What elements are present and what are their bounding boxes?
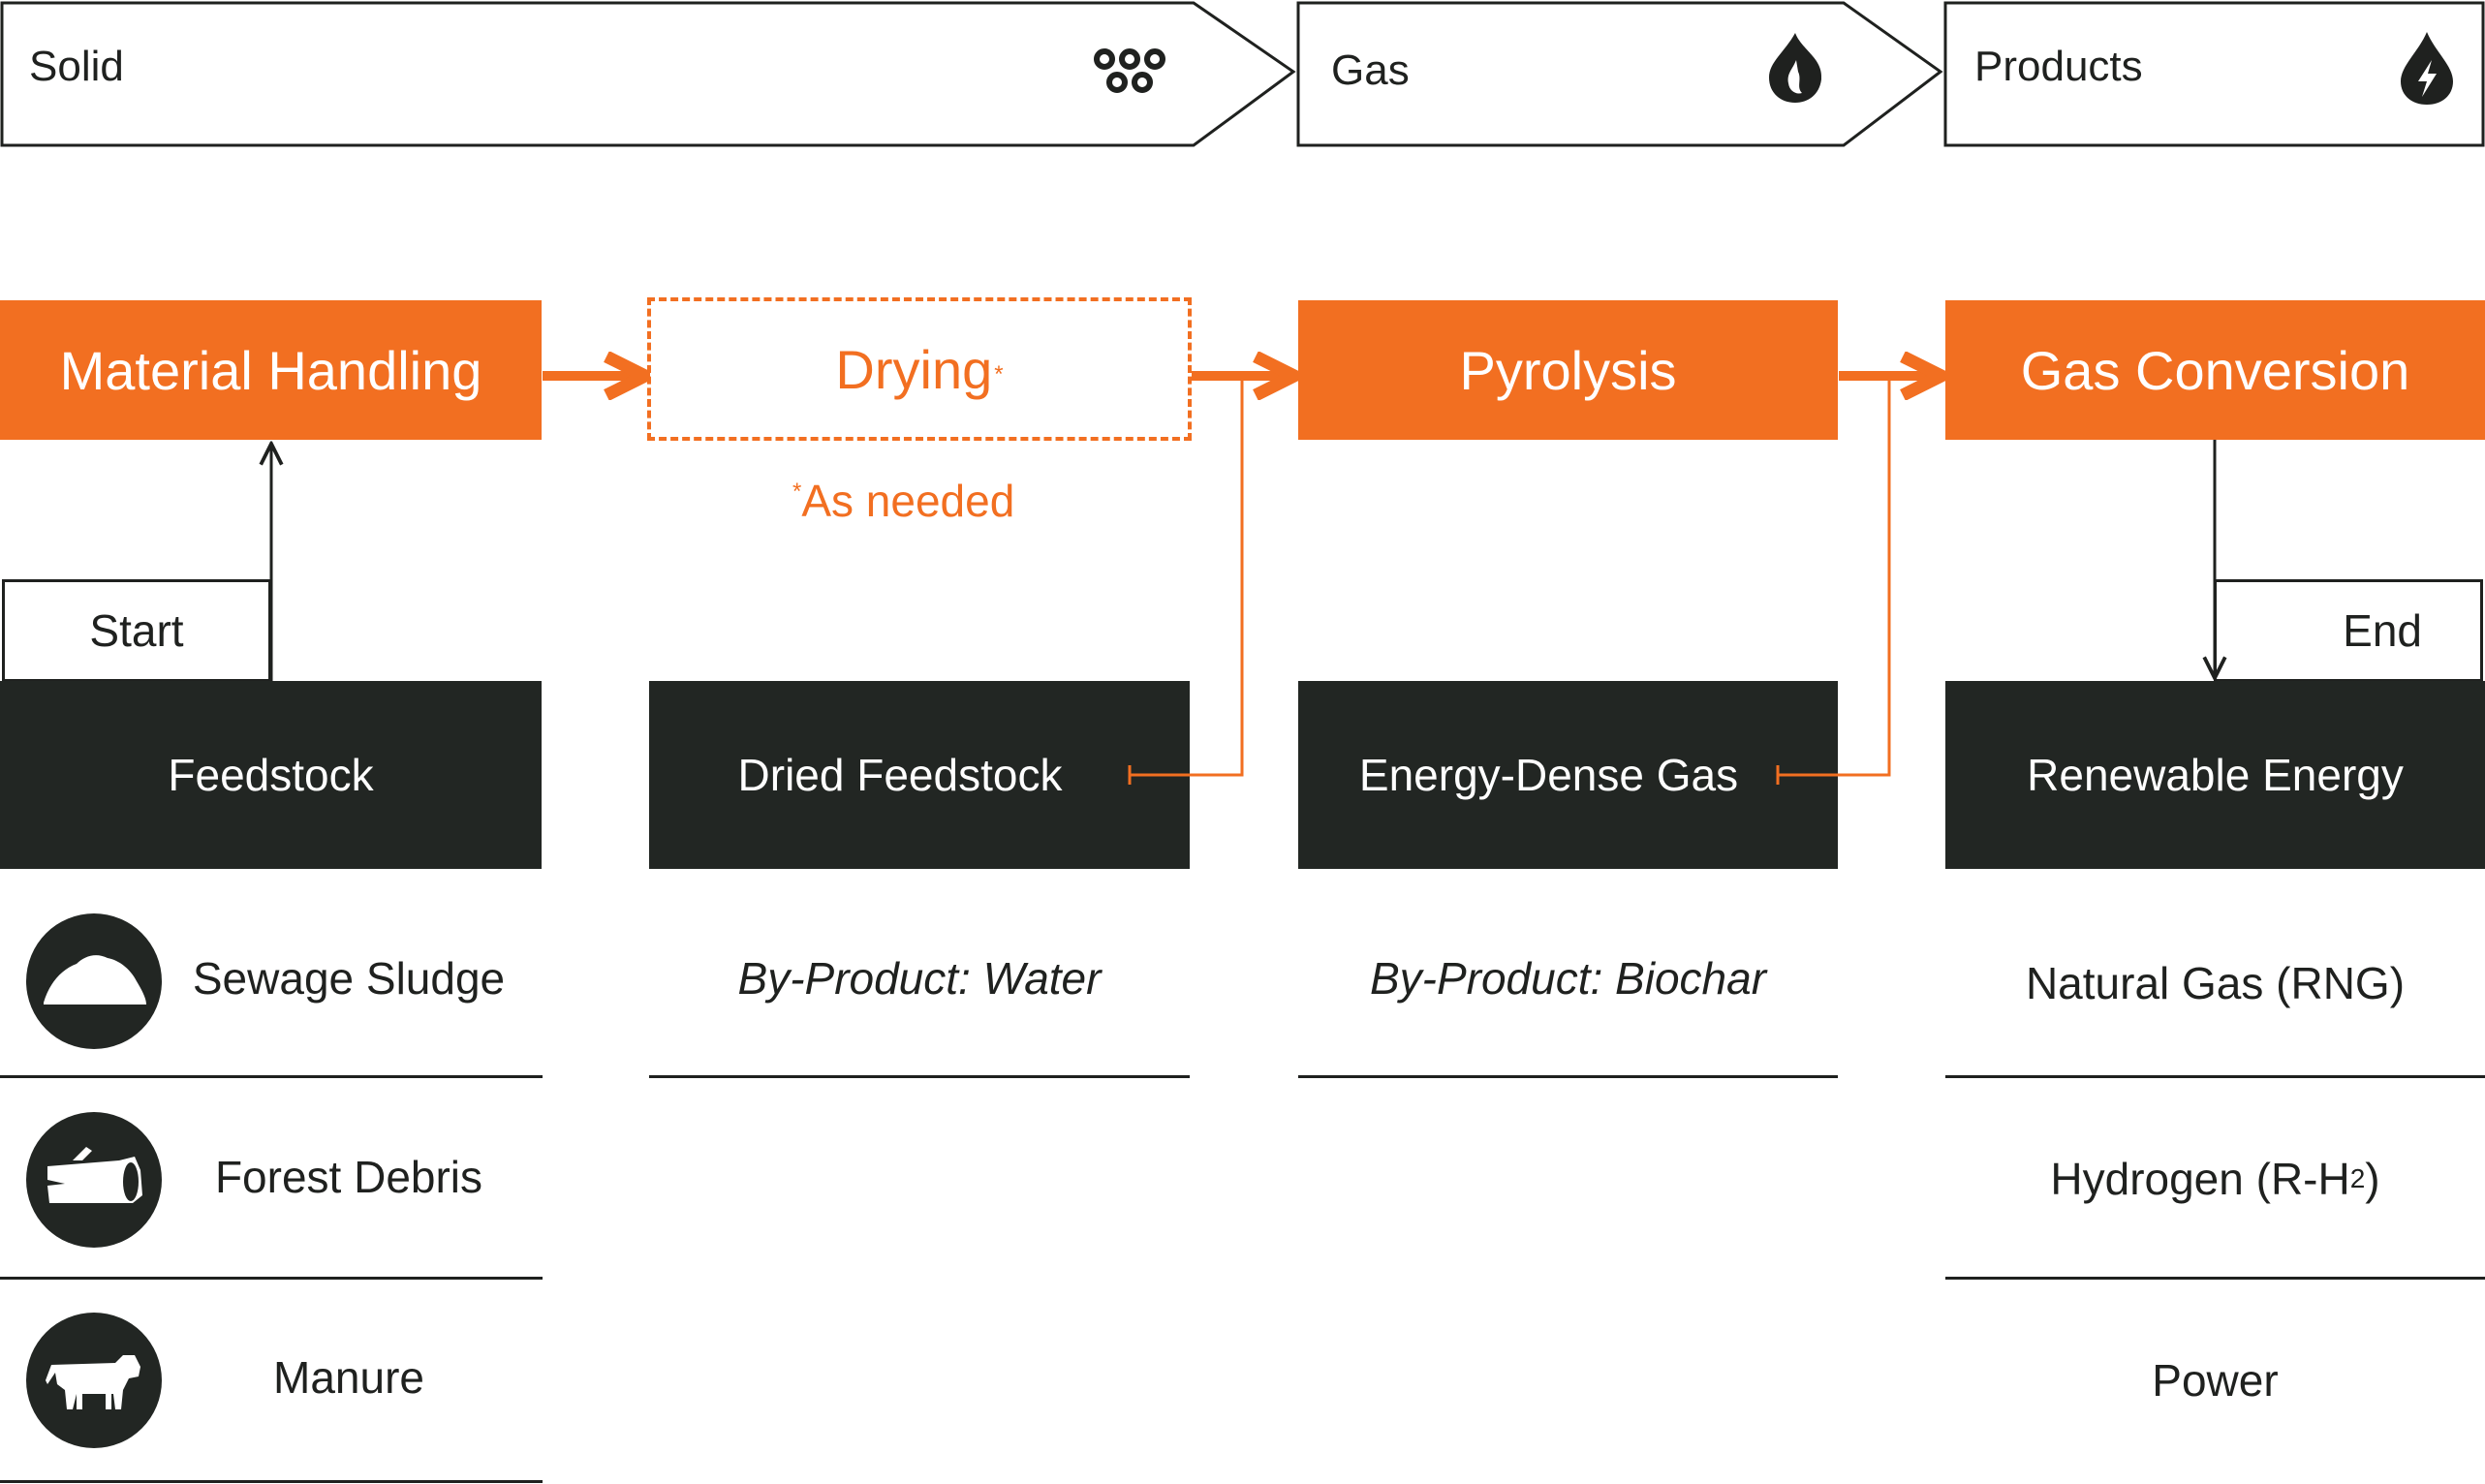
state-label: Feedstock (168, 750, 374, 800)
flame-icon (1769, 33, 1822, 103)
product-hydrogen-label: Hydrogen (R-H (2050, 1154, 2350, 1204)
sludge-pile-icon (26, 913, 162, 1049)
process-material-handling: Material Handling (0, 300, 542, 440)
product-hydrogen-subscript: 2 (2349, 1163, 2366, 1193)
process-label: Pyrolysis (1459, 339, 1677, 401)
process-label: Gas Conversion (2020, 339, 2410, 401)
start-tag: Start (2, 579, 271, 682)
as-needed-note: *As needed (792, 475, 1014, 527)
as-needed-mark: * (994, 361, 1004, 387)
stage-label-products: Products (1974, 43, 2143, 90)
as-needed-mark: * (792, 479, 802, 505)
end-tag: End (2214, 579, 2483, 682)
divider (0, 1075, 543, 1078)
list-item-label: Forest Debris (214, 1152, 483, 1202)
feedstock-list: Sewage Sludge Forest Debris Manure (0, 881, 543, 1484)
stage-arrow-gas (1296, 1, 1943, 147)
list-item-label: Natural Gas (RNG) (2025, 958, 2406, 1008)
start-label: Start (89, 605, 184, 656)
stage-arrow-solid (0, 1, 1296, 147)
state-label: Renewable Energy (2027, 750, 2404, 800)
stage-banner (0, 1, 2485, 147)
end-label: End (2343, 605, 2422, 656)
divider (1945, 1075, 2485, 1078)
process-pyrolysis: Pyrolysis (1298, 300, 1838, 440)
process-label: Drying (835, 338, 993, 400)
state-label: Energy-Dense Gas (1358, 750, 1739, 800)
list-item: Forest Debris (0, 1080, 543, 1280)
divider (1298, 1075, 1838, 1078)
log-icon (26, 1112, 162, 1248)
cow-icon (26, 1313, 162, 1448)
state-renewable-energy: Renewable Energy (1945, 681, 2485, 869)
as-needed-text: As needed (801, 476, 1015, 526)
state-dried-feedstock: Dried Feedstock (649, 681, 1190, 869)
list-item-label: Manure (273, 1352, 424, 1403)
line-gas-to-conversion (1778, 376, 1891, 777)
pellets-icon (1094, 48, 1165, 93)
divider (1945, 1277, 2485, 1280)
process-label: Material Handling (59, 339, 482, 401)
byproduct-water: By-Product: Water (737, 953, 1102, 1004)
line-dried-feedstock-to-pyrolysis (1130, 376, 1244, 777)
divider (0, 1480, 543, 1483)
stage-label-solid: Solid (29, 43, 124, 90)
state-feedstock: Feedstock (0, 681, 542, 869)
divider (0, 1277, 543, 1280)
energy-drop-icon (2401, 32, 2453, 105)
list-item: Sewage Sludge (0, 881, 543, 1078)
product-hydrogen-suffix: ) (2365, 1154, 2380, 1204)
process-gas-conversion: Gas Conversion (1945, 300, 2485, 440)
list-item: Manure (0, 1281, 543, 1484)
stage-box-products (1943, 1, 2485, 147)
state-label: Dried Feedstock (737, 750, 1063, 800)
stage-label-gas: Gas (1331, 46, 1410, 94)
byproduct-biochar: By-Product: Biochar (1369, 953, 1767, 1004)
list-item-label: Power (2152, 1355, 2279, 1406)
list-item-label: Sewage Sludge (192, 953, 506, 1004)
state-energy-dense-gas: Energy-Dense Gas (1298, 681, 1838, 869)
divider (649, 1075, 1190, 1078)
